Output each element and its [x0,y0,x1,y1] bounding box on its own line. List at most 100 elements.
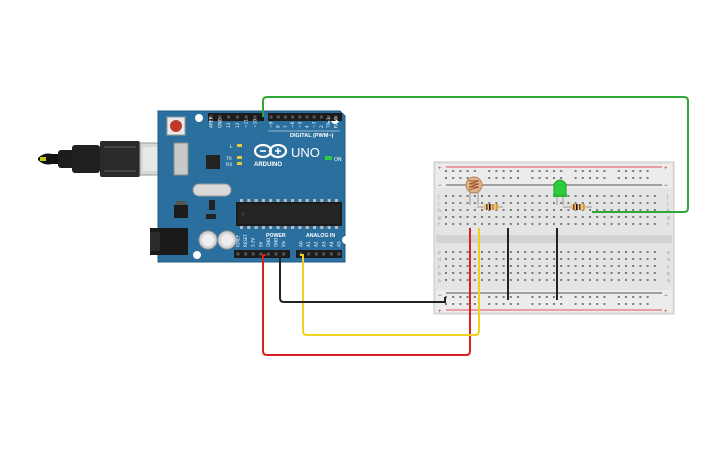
rail-hole[interactable] [445,177,447,179]
terminal-hole[interactable] [653,279,656,281]
terminal-hole[interactable] [524,202,527,204]
terminal-hole[interactable] [632,265,635,267]
rail-hole[interactable] [589,177,591,179]
terminal-hole[interactable] [524,279,527,281]
terminal-hole[interactable] [581,216,584,218]
rail-hole[interactable] [531,170,534,172]
terminal-hole[interactable] [589,216,591,218]
terminal-hole[interactable] [495,265,498,267]
terminal-hole[interactable] [589,223,591,225]
digital-pin-hole[interactable] [235,115,239,119]
terminal-hole[interactable] [589,265,591,267]
terminal-hole[interactable] [545,195,548,197]
terminal-hole[interactable] [502,258,505,260]
terminal-hole[interactable] [603,279,606,281]
rail-hole[interactable] [495,170,498,172]
terminal-hole[interactable] [617,272,620,274]
rail-hole[interactable] [553,170,555,172]
terminal-hole[interactable] [495,258,498,260]
terminal-hole[interactable] [567,202,570,204]
terminal-hole[interactable] [488,202,491,204]
digital-pin-hole[interactable] [312,115,316,119]
terminal-hole[interactable] [567,223,570,225]
terminal-hole[interactable] [531,251,534,253]
terminal-hole[interactable] [466,209,469,211]
rail-hole[interactable] [538,170,541,172]
rail-hole[interactable] [459,296,462,298]
rail-hole[interactable] [646,177,649,179]
rail-hole[interactable] [574,296,577,298]
rail-hole[interactable] [581,170,584,172]
photoresistor[interactable] [465,176,483,205]
terminal-hole[interactable] [538,279,541,281]
rail-hole[interactable] [596,177,599,179]
terminal-hole[interactable] [473,258,476,260]
rail-hole[interactable] [625,303,627,305]
terminal-hole[interactable] [481,209,483,211]
rail-hole[interactable] [581,303,584,305]
digital-pin-hole[interactable] [319,115,323,119]
terminal-hole[interactable] [466,195,469,197]
terminal-hole[interactable] [502,265,505,267]
terminal-hole[interactable] [589,209,591,211]
rail-hole[interactable] [495,177,498,179]
terminal-hole[interactable] [488,195,491,197]
terminal-hole[interactable] [531,223,534,225]
rail-hole[interactable] [509,177,512,179]
rail-hole[interactable] [538,296,541,298]
terminal-hole[interactable] [509,195,512,197]
terminal-hole[interactable] [632,195,635,197]
terminal-hole[interactable] [473,216,476,218]
rail-hole[interactable] [560,170,563,172]
terminal-hole[interactable] [653,251,656,253]
rail-hole[interactable] [452,177,455,179]
terminal-hole[interactable] [509,265,512,267]
terminal-hole[interactable] [452,202,455,204]
terminal-hole[interactable] [495,279,498,281]
terminal-hole[interactable] [545,216,548,218]
rail-hole[interactable] [502,177,505,179]
rail-hole[interactable] [625,296,627,298]
terminal-hole[interactable] [517,223,519,225]
terminal-hole[interactable] [517,209,519,211]
analog-pin-hole[interactable] [322,252,326,256]
terminal-hole[interactable] [517,251,519,253]
terminal-hole[interactable] [481,195,483,197]
terminal-hole[interactable] [625,258,627,260]
rail-hole[interactable] [581,177,584,179]
terminal-hole[interactable] [538,202,541,204]
terminal-hole[interactable] [545,209,548,211]
terminal-hole[interactable] [581,202,584,204]
terminal-hole[interactable] [639,279,642,281]
terminal-hole[interactable] [531,195,534,197]
terminal-hole[interactable] [581,223,584,225]
terminal-hole[interactable] [603,258,606,260]
rail-hole[interactable] [466,177,469,179]
rail-hole[interactable] [574,177,577,179]
analog-pin-hole[interactable] [307,252,311,256]
rail-hole[interactable] [560,296,563,298]
terminal-hole[interactable] [459,209,462,211]
power-pin-hole[interactable] [274,252,278,256]
terminal-hole[interactable] [581,279,584,281]
digital-pin-hole[interactable] [327,115,331,119]
rail-hole[interactable] [459,170,462,172]
terminal-hole[interactable] [574,251,577,253]
terminal-hole[interactable] [459,265,462,267]
terminal-hole[interactable] [567,216,570,218]
rail-hole[interactable] [646,303,649,305]
rail-hole[interactable] [603,170,606,172]
terminal-hole[interactable] [524,223,527,225]
terminal-hole[interactable] [538,223,541,225]
rail-hole[interactable] [589,296,591,298]
analog-pin-header[interactable] [296,250,342,258]
rail-hole[interactable] [445,170,447,172]
terminal-hole[interactable] [488,279,491,281]
terminal-hole[interactable] [639,195,642,197]
terminal-hole[interactable] [589,195,591,197]
rail-hole[interactable] [466,296,469,298]
terminal-hole[interactable] [625,202,627,204]
rail-hole[interactable] [617,170,620,172]
terminal-hole[interactable] [596,223,599,225]
terminal-hole[interactable] [459,272,462,274]
